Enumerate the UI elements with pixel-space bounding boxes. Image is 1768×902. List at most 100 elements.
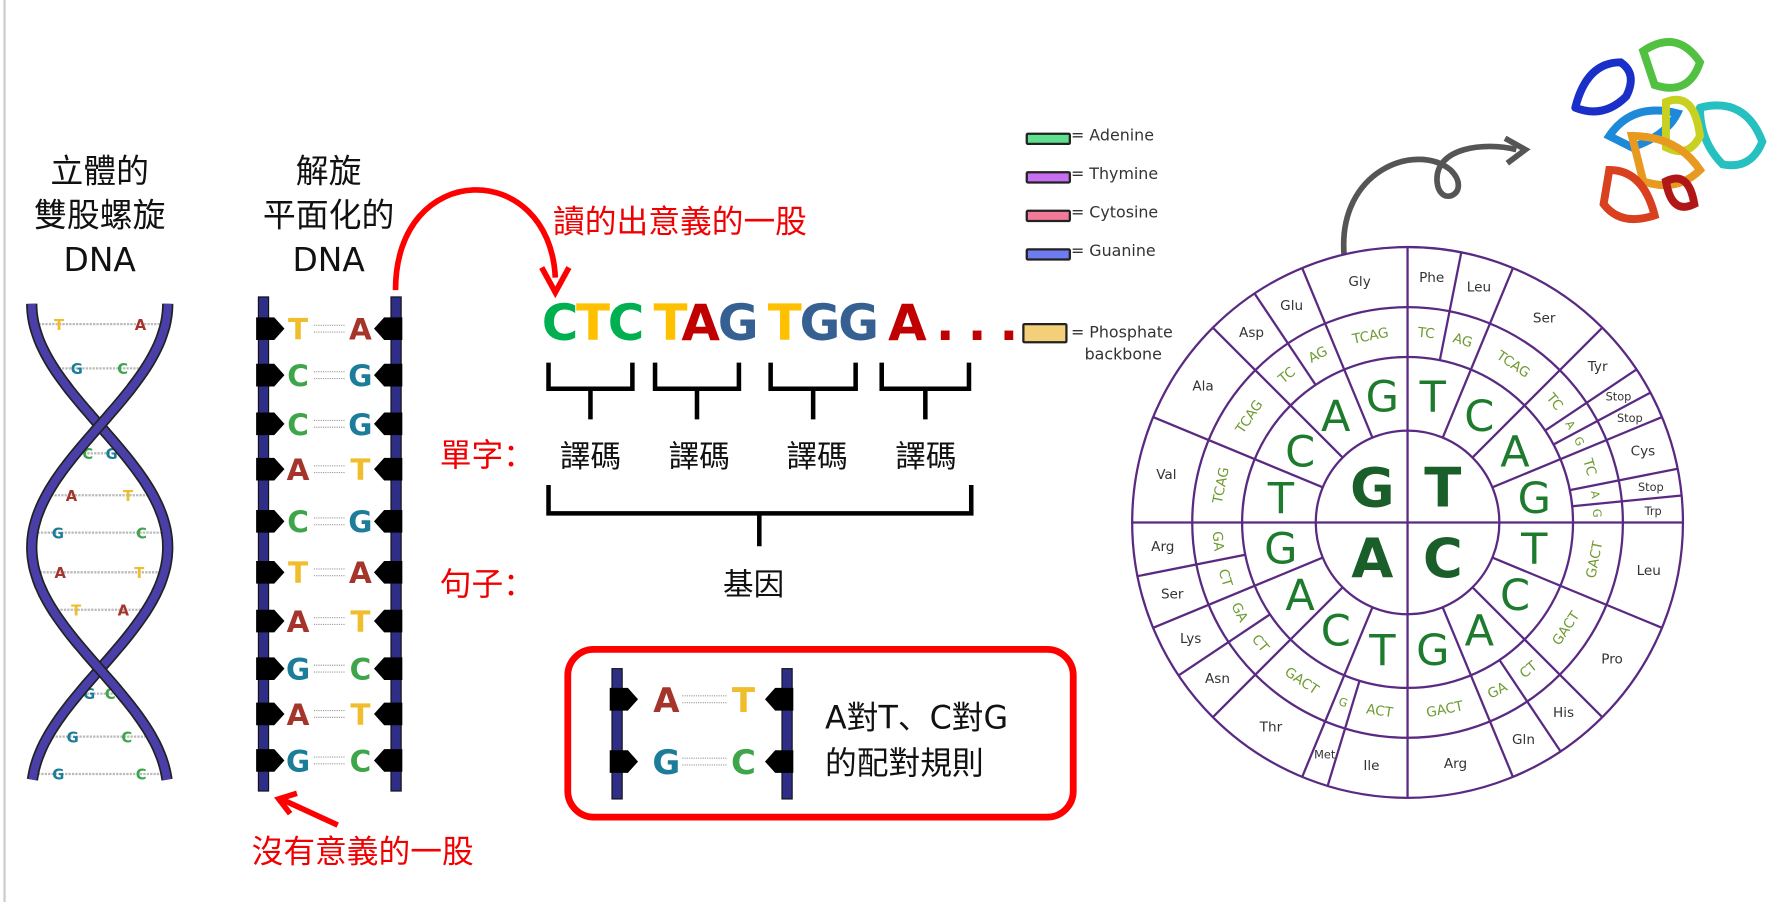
wheel-amino-acid: Arg: [1444, 756, 1467, 772]
wheel-third-base: A: [1588, 490, 1603, 500]
helix-base: G: [52, 767, 64, 784]
helix-base: C: [136, 767, 147, 784]
legend-label: backbone: [1084, 345, 1162, 364]
codon: TGG: [768, 294, 879, 353]
wheel-third-divider: [1544, 368, 1638, 432]
helix-base: C: [82, 446, 93, 463]
legend-swatch: [1025, 209, 1071, 223]
flat-title-line: 平面化的: [262, 196, 395, 235]
wheel-second-divider: [1152, 416, 1324, 489]
phosphate-marker: [256, 657, 285, 680]
wheel-third-divider: [1253, 292, 1317, 386]
wheel-third-base: ACT: [1365, 701, 1395, 721]
phosphate-marker: [256, 609, 285, 633]
wheel-third-base: TCAG: [1232, 397, 1266, 437]
wheel-first-base: T: [1424, 456, 1461, 519]
ellipsis: . . .: [935, 294, 1018, 353]
phosphate-marker: [373, 657, 403, 680]
helix-base: T: [134, 565, 144, 582]
codon-word: 譯碼: [786, 439, 848, 475]
wheel-second-base: G: [1416, 626, 1449, 676]
pairing-rule-box: [564, 645, 1077, 821]
helix-base: G: [67, 729, 79, 746]
wheel-second-base: A: [1285, 571, 1315, 621]
wheel-second-base: C: [1464, 392, 1494, 442]
wheel-third-base: TC: [1416, 325, 1435, 343]
wheel-third-divider: [1498, 659, 1562, 753]
base-letter: G: [348, 359, 372, 393]
base-letter: T: [350, 605, 370, 639]
codon-bracket: [879, 362, 972, 420]
helix-base: A: [118, 602, 130, 619]
wheel-third-base: CT: [1517, 658, 1541, 682]
phosphate-marker: [256, 412, 285, 436]
gene-label: 基因: [723, 567, 785, 603]
wheel-third-divider: [1137, 553, 1246, 578]
wheel-first-base: A: [1351, 527, 1393, 590]
wheel-third-base: TCAG: [1350, 325, 1390, 348]
wheel-second-divider: [1212, 326, 1344, 459]
codon-bracket: [652, 362, 742, 420]
codon-base: G: [799, 294, 840, 353]
wheel-amino-acid: Met: [1314, 748, 1336, 762]
wheel-amino-acid: Stop: [1606, 390, 1632, 404]
wheel-third-base: GACT: [1425, 698, 1465, 721]
base-letter: G: [652, 743, 680, 783]
protein-ribbon: [1571, 58, 1635, 116]
wheel-third-base: TC: [1542, 390, 1566, 414]
grey-curved-arrow: [1341, 143, 1518, 256]
codon-word: 譯碼: [559, 439, 622, 475]
wheel-second-divider: [1441, 606, 1514, 778]
wheel-third-base: GACT: [1583, 539, 1606, 579]
wheel-third-base: G: [1571, 434, 1587, 448]
helix-base: C: [121, 729, 132, 746]
base-letter: C: [287, 359, 309, 393]
wheel-amino-acid: Trp: [1644, 504, 1662, 518]
wheel-amino-acid: Asn: [1205, 671, 1230, 687]
codon-base: T: [653, 294, 683, 353]
legend-label: = Phosphate: [1070, 324, 1173, 343]
backbone-rail: [390, 296, 402, 792]
wheel-amino-acid: Arg: [1151, 539, 1174, 555]
codon: A: [888, 295, 927, 353]
wheel-third-base: TCAG: [1493, 347, 1533, 381]
wheel-third-base: CT: [1248, 632, 1272, 656]
helix-base: A: [66, 488, 78, 505]
helix-base: C: [136, 525, 147, 542]
gene-bracket: [546, 485, 974, 547]
helix-base: T: [71, 602, 81, 619]
phosphate-marker: [373, 317, 403, 340]
helix-base: A: [54, 565, 66, 582]
phosphate-marker: [609, 750, 639, 773]
wheel-amino-acid: Tyr: [1587, 359, 1608, 375]
base-letter: G: [286, 653, 310, 687]
wheel-third-base: G: [1337, 694, 1350, 710]
red-curved-arrow: [392, 187, 559, 291]
base-letter: T: [350, 453, 370, 487]
wheel-amino-acid: Asp: [1239, 325, 1264, 341]
codon-base: C: [541, 294, 579, 353]
legend-swatch: [1025, 132, 1071, 146]
wheel-amino-acid: Leu: [1467, 280, 1491, 296]
word-label: 單字：: [439, 436, 535, 474]
phosphate-marker: [256, 749, 285, 772]
base-letter: C: [287, 408, 309, 442]
codon-base: G: [838, 294, 879, 353]
wheel-third-base: TCAG: [1210, 466, 1233, 506]
rule-line: 的配對規則: [825, 744, 984, 782]
codon: CTC: [541, 294, 645, 353]
backbone-legend-label: = Phosphate backbone: [1071, 323, 1173, 366]
protein-ribbon: [1626, 132, 1706, 190]
wheel-second-base: C: [1321, 607, 1351, 657]
wheel-third-divider: [1552, 391, 1651, 446]
wheel-third-divider: [1572, 494, 1682, 508]
base-letter: C: [731, 743, 756, 783]
arrowhead-icon: [274, 790, 298, 816]
legend-label: = Guanine: [1070, 242, 1156, 261]
base-letter: T: [350, 698, 370, 732]
helix-base: A: [135, 317, 147, 334]
legend-swatch: [1025, 248, 1071, 261]
wheel-second-base: G: [1264, 525, 1297, 575]
wheel-amino-acid: His: [1553, 705, 1574, 721]
